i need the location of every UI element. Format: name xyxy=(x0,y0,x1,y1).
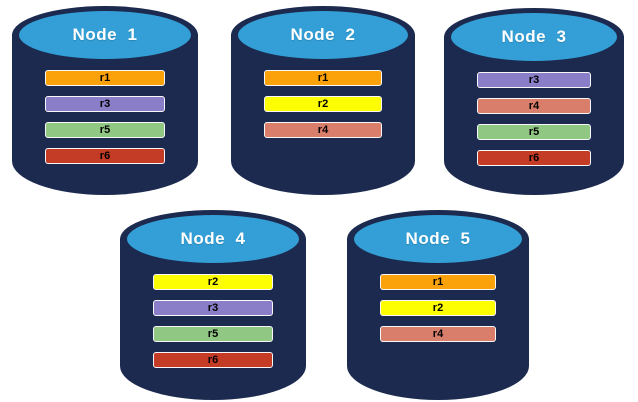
replica-label: r1 xyxy=(432,275,444,288)
node-cylinder: Node 5 r1 r2 r4 xyxy=(347,210,529,400)
node-title: Node 4 xyxy=(180,229,246,248)
cylinder-top-face: Node 5 xyxy=(354,215,522,263)
replica-bar: r2 xyxy=(380,300,496,316)
replica-label: r5 xyxy=(528,125,540,138)
replica-label: r2 xyxy=(317,97,329,110)
cylinder-top-face: Node 3 xyxy=(451,13,617,61)
replica-bar: r4 xyxy=(380,326,496,342)
replica-label: r5 xyxy=(99,123,111,136)
replica-label: r6 xyxy=(528,151,540,164)
replica-bar: r1 xyxy=(380,274,496,290)
node-cylinder: Node 1 r1 r3 r5 r6 xyxy=(12,6,198,195)
replica-bar: r1 xyxy=(264,70,382,86)
node-title: Node 3 xyxy=(501,27,567,46)
replica-label: r4 xyxy=(432,327,444,340)
replica-label: r5 xyxy=(207,327,219,340)
replica-bar: r6 xyxy=(45,148,165,164)
replica-bar-list: r1 r2 r4 xyxy=(380,274,496,342)
replica-label: r6 xyxy=(99,149,111,162)
node-cylinder: Node 3 r3 r4 r5 r6 xyxy=(444,8,624,195)
replica-bar: r3 xyxy=(45,96,165,112)
replica-bar: r4 xyxy=(264,122,382,138)
cylinder-top-face: Node 4 xyxy=(127,215,299,263)
replica-bar: r3 xyxy=(477,72,591,88)
replica-label: r4 xyxy=(528,99,540,112)
replica-bar-list: r1 r3 r5 r6 xyxy=(45,70,165,164)
replica-label: r1 xyxy=(99,71,111,84)
cylinder-top-face: Node 1 xyxy=(19,11,191,59)
replica-bar-list: r1 r2 r4 xyxy=(264,70,382,138)
replica-bar: r2 xyxy=(264,96,382,112)
replica-bar: r3 xyxy=(153,300,273,316)
replica-bar-list: r3 r4 r5 r6 xyxy=(477,72,591,166)
replica-label: r6 xyxy=(207,353,219,366)
replica-bar: r2 xyxy=(153,274,273,290)
replica-bar-list: r2 r3 r5 r6 xyxy=(153,274,273,368)
replica-bar: r1 xyxy=(45,70,165,86)
replica-label: r3 xyxy=(99,97,111,110)
replica-label: r1 xyxy=(317,71,329,84)
node-title: Node 2 xyxy=(290,25,356,44)
replica-bar: r5 xyxy=(45,122,165,138)
replica-label: r3 xyxy=(207,301,219,314)
node-cylinder: Node 2 r1 r2 r4 xyxy=(231,6,415,195)
replica-label: r4 xyxy=(317,123,329,136)
replica-bar: r6 xyxy=(153,352,273,368)
replica-label: r2 xyxy=(207,275,219,288)
replica-bar: r4 xyxy=(477,98,591,114)
replica-label: r2 xyxy=(432,301,444,314)
replica-label: r3 xyxy=(528,73,540,86)
node-title: Node 5 xyxy=(405,229,471,248)
cylinder-top-face: Node 2 xyxy=(238,11,408,59)
replica-bar: r6 xyxy=(477,150,591,166)
replica-bar: r5 xyxy=(477,124,591,140)
replica-bar: r5 xyxy=(153,326,273,342)
node-title: Node 1 xyxy=(72,25,138,44)
node-cylinder: Node 4 r2 r3 r5 r6 xyxy=(120,210,306,400)
